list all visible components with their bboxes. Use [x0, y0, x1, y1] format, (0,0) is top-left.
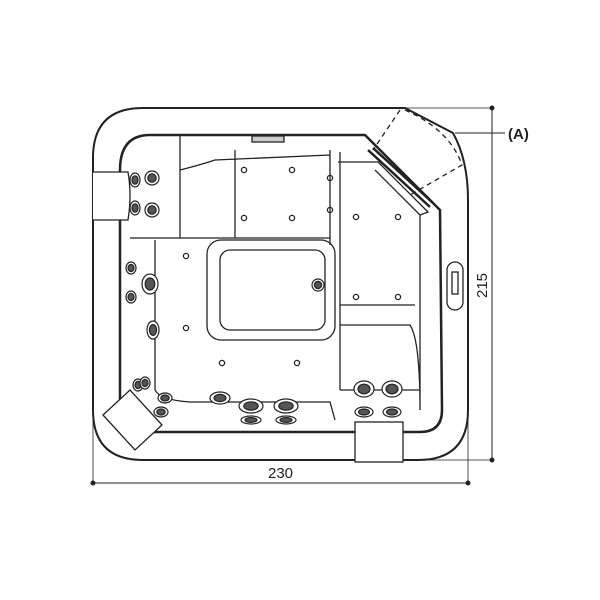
air-jet-icon — [240, 166, 248, 174]
footwell-outer — [206, 239, 336, 341]
hydro-jet-icon — [386, 408, 399, 416]
hydro-jet-icon — [243, 401, 259, 411]
air-jet-icon — [326, 174, 334, 182]
hydro-jet-icon — [131, 203, 139, 213]
hydro-jet-icon — [358, 408, 371, 416]
dimension-dot — [90, 480, 96, 486]
pillow-bottom-left — [102, 389, 163, 451]
overflow-slot — [251, 135, 285, 143]
air-jet-icon — [326, 206, 334, 214]
air-jet-icon — [182, 252, 190, 260]
dimension-dot — [465, 480, 471, 486]
hydro-jet-icon — [148, 324, 158, 337]
air-jet-icon — [394, 293, 402, 301]
footwell-inner — [219, 249, 326, 331]
air-jet-icon — [288, 214, 296, 222]
dimension-dot — [489, 105, 495, 111]
hydro-jet-icon — [156, 408, 166, 416]
pillow-top-left — [93, 171, 131, 221]
callout-label: (A) — [508, 126, 529, 143]
hydro-jet-icon — [313, 280, 323, 290]
air-jet-icon — [352, 293, 360, 301]
air-jet-icon — [293, 359, 301, 367]
air-jet-icon — [394, 213, 402, 221]
control-panel — [446, 261, 464, 311]
hydro-jet-icon — [131, 175, 139, 185]
hydro-jet-icon — [357, 383, 371, 395]
hydro-jet-icon — [279, 417, 293, 424]
hydro-jet-icon — [141, 378, 149, 388]
depth-label: 215 — [474, 273, 491, 298]
hydro-jet-icon — [160, 394, 170, 402]
air-jet-icon — [288, 166, 296, 174]
hydro-jet-icon — [147, 173, 157, 183]
hydro-jet-icon — [244, 417, 258, 424]
air-jet-icon — [240, 214, 248, 222]
hydro-jet-icon — [385, 383, 399, 395]
filter-strip — [367, 147, 434, 208]
hydro-jet-icon — [127, 263, 135, 273]
pillow-bottom-right — [354, 421, 404, 463]
air-jet-icon — [182, 324, 190, 332]
dimension-dot — [489, 457, 495, 463]
seat-lines — [130, 135, 430, 421]
hydro-jet-icon — [147, 205, 157, 215]
hydro-jet-icon — [127, 292, 135, 302]
air-jet-icon — [218, 359, 226, 367]
width-label: 230 — [268, 465, 293, 482]
hydro-jet-icon — [213, 393, 227, 403]
control-panel-keys — [451, 271, 459, 295]
access-panel-A — [372, 109, 463, 196]
hydro-jet-icon — [278, 401, 294, 411]
air-jet-icon — [352, 213, 360, 221]
hydro-jet-icon — [144, 277, 156, 291]
